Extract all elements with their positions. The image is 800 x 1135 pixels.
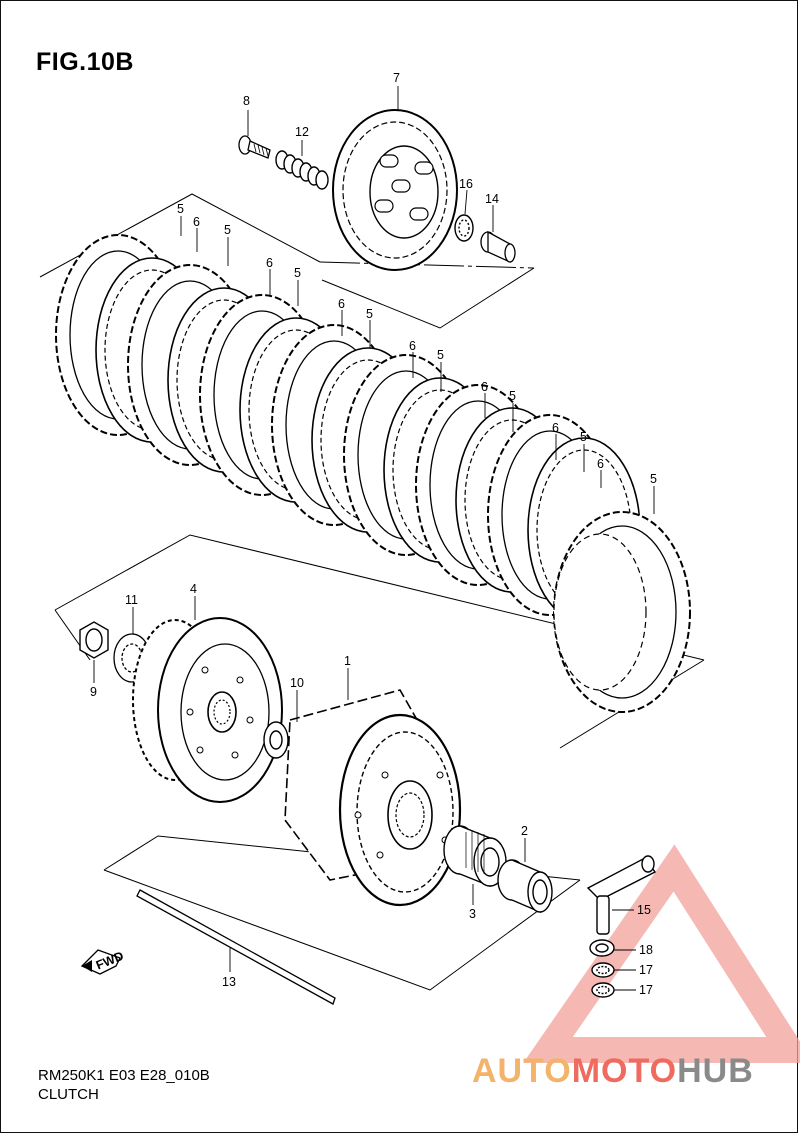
callout-1: 1 (344, 654, 351, 668)
callout-11: 11 (125, 593, 138, 607)
section-name: CLUTCH (38, 1086, 99, 1103)
callout-16: 16 (459, 177, 473, 191)
model-code: RM250K1 E03 E28_010B (38, 1067, 210, 1084)
callout-6-g: 6 (597, 457, 604, 471)
callout-5-c: 5 (294, 266, 301, 280)
frame-hub (54, 534, 705, 661)
callout-5-f: 5 (509, 389, 516, 403)
watermark-moto: MOTO (571, 1052, 678, 1090)
release-arm-15 (586, 855, 657, 935)
callout-17-b: 17 (639, 983, 653, 997)
frame-pressure-plate (321, 267, 535, 329)
callout-18: 18 (639, 943, 653, 957)
needle-bearing-3 (443, 825, 507, 888)
watermark-hub: HUB (677, 1052, 754, 1090)
drive-plate-5-h (553, 511, 691, 713)
primary-driven-gear-housing-1 (284, 689, 462, 907)
callout-5-d: 5 (366, 307, 373, 321)
callout-3: 3 (469, 907, 476, 921)
oil-seal-18 (589, 939, 615, 957)
callout-6-b: 6 (266, 256, 273, 270)
fwd-arrow-icon: FWD (80, 949, 126, 975)
callout-5-g: 5 (580, 430, 587, 444)
callout-7: 7 (393, 71, 400, 85)
callout-5-b: 5 (224, 223, 231, 237)
push-rod-13 (136, 889, 336, 1005)
callout-6-e: 6 (481, 380, 488, 394)
bearing-17-upper (591, 962, 615, 978)
clutch-spring-12 (275, 150, 329, 190)
bearing-17-lower (591, 982, 615, 998)
pressure-plate-7 (332, 109, 458, 271)
callout-8: 8 (243, 94, 250, 108)
watermark-logo: AUTOMOTOHUB (472, 1052, 754, 1091)
frame-pushrod-bottom (103, 869, 581, 991)
callout-13: 13 (222, 975, 236, 989)
callout-4: 4 (190, 582, 197, 596)
leader-lines (93, 86, 655, 991)
callout-5-h: 5 (650, 472, 657, 486)
callout-10: 10 (290, 676, 304, 690)
thrust-washer-10 (263, 721, 289, 759)
push-piece-14 (480, 230, 516, 264)
clutch-plate-stack (55, 234, 691, 713)
spacer-2 (497, 859, 553, 914)
callout-14: 14 (485, 192, 499, 206)
watermark-triangle (523, 844, 800, 1063)
callout-labels: 8 12 7 16 14 5 6 5 6 5 6 5 6 5 6 5 6 5 6… (90, 71, 657, 997)
bearing-16 (454, 214, 474, 242)
callout-15: 15 (637, 903, 651, 917)
callout-6-c: 6 (338, 297, 345, 311)
callout-5-e: 5 (437, 348, 444, 362)
callout-6-d: 6 (409, 339, 416, 353)
callout-9: 9 (90, 685, 97, 699)
callout-17-a: 17 (639, 963, 653, 977)
sleeve-hub-4 (132, 617, 283, 803)
callout-12: 12 (295, 125, 309, 139)
callout-5-a: 5 (177, 202, 184, 216)
nut-9 (79, 621, 109, 659)
callout-6-a: 6 (193, 215, 200, 229)
callout-2: 2 (521, 824, 528, 838)
callout-6-f: 6 (552, 421, 559, 435)
bolt-8 (238, 135, 271, 159)
watermark-auto: AUTO (472, 1052, 572, 1090)
frame-plates-top-dash (319, 261, 535, 269)
figure-title: FIG.10B (36, 48, 134, 76)
